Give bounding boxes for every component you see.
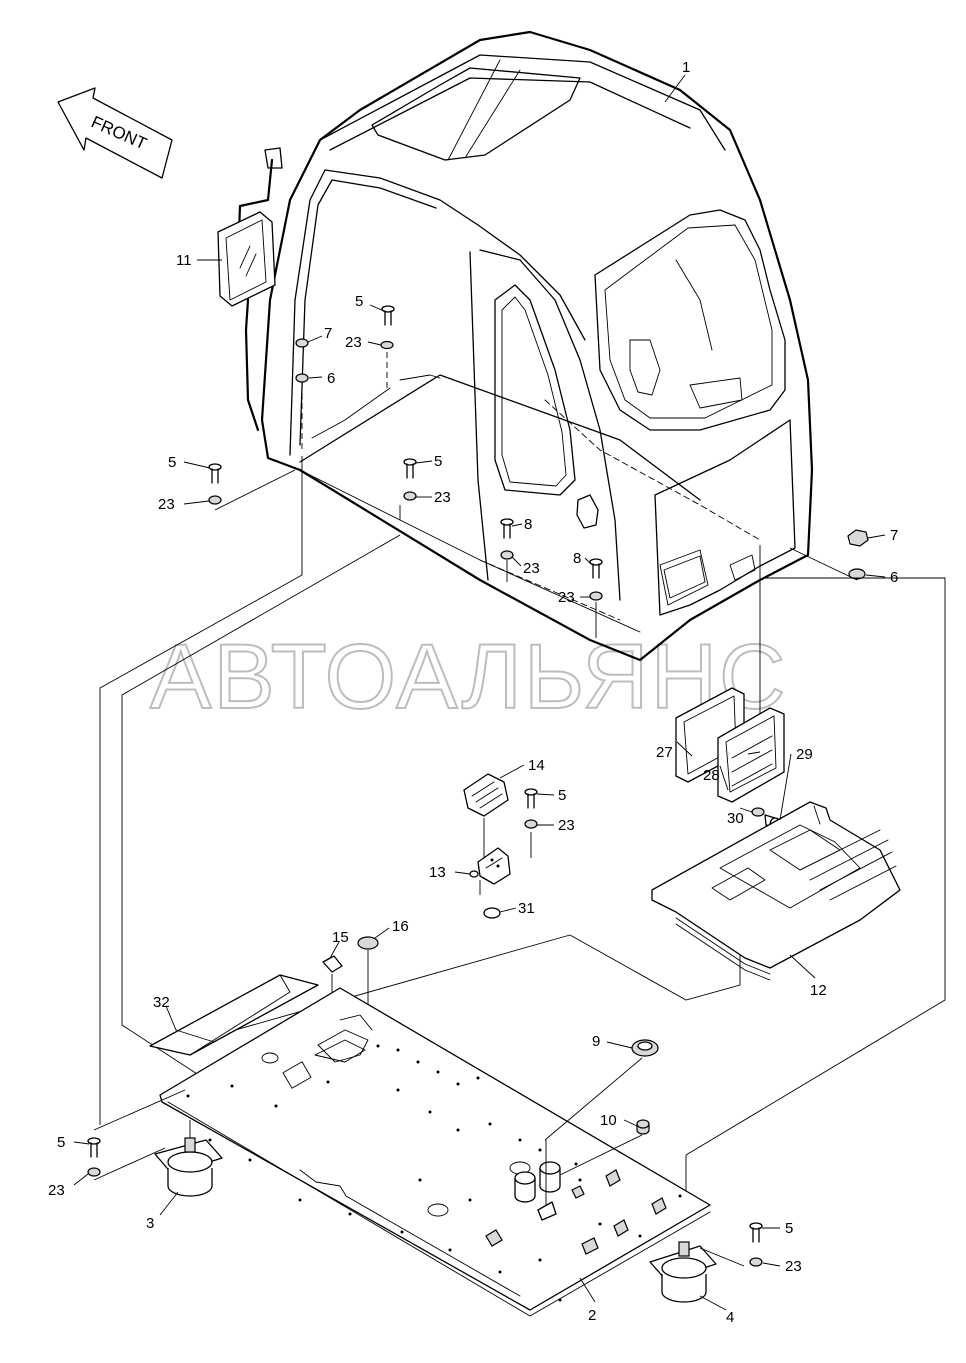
callout-23: 23 xyxy=(558,817,575,834)
callout-5: 5 xyxy=(558,787,566,804)
bolt-icon xyxy=(208,463,222,484)
callout-10: 10 xyxy=(600,1112,617,1129)
callout-12: 12 xyxy=(810,982,827,999)
callout-23: 23 xyxy=(48,1182,65,1199)
bracket-parts xyxy=(463,773,538,919)
callout-3: 3 xyxy=(146,1215,154,1232)
callout-4: 4 xyxy=(726,1309,734,1326)
callout-16: 16 xyxy=(392,918,409,935)
floor-plate-part-2 xyxy=(159,987,711,1317)
callout-5: 5 xyxy=(57,1134,65,1151)
bolt-icon xyxy=(381,305,395,326)
callout-23: 23 xyxy=(158,496,175,513)
callout-5: 5 xyxy=(168,454,176,471)
callout-5: 5 xyxy=(355,293,363,310)
callout-11: 11 xyxy=(176,252,192,269)
bolt-icon xyxy=(524,788,538,809)
small-parts xyxy=(149,936,379,1056)
callout-28: 28 xyxy=(703,767,720,784)
callout-7: 7 xyxy=(890,527,898,544)
bolt-icon xyxy=(589,558,603,579)
callout-23: 23 xyxy=(523,560,540,577)
callout-23: 23 xyxy=(345,334,362,351)
callout-32: 32 xyxy=(153,994,170,1011)
watermark: АВТОАЛЬЯНС xyxy=(150,626,788,728)
callout-2: 2 xyxy=(588,1307,596,1324)
bolt-icon xyxy=(749,1222,763,1243)
callout-14: 14 xyxy=(528,757,545,774)
callout-31: 31 xyxy=(518,900,535,917)
callout-23: 23 xyxy=(434,489,451,506)
front-arrow: FRONT xyxy=(57,87,173,179)
mount-hardware xyxy=(87,1089,763,1267)
mount-part-4 xyxy=(649,1241,717,1303)
cab-assembly xyxy=(236,30,814,662)
callout-8: 8 xyxy=(573,550,581,567)
callout-6: 6 xyxy=(327,370,335,387)
callout-5: 5 xyxy=(785,1220,793,1237)
leader-lines xyxy=(73,74,886,1311)
bolt-icon xyxy=(403,458,417,479)
callout-29: 29 xyxy=(796,746,813,763)
callout-9: 9 xyxy=(592,1033,600,1050)
floor-mat-part-12 xyxy=(651,801,901,981)
callout-8: 8 xyxy=(524,516,532,533)
cab-hardware xyxy=(208,305,869,638)
callout-7: 7 xyxy=(324,325,332,342)
callout-27: 27 xyxy=(656,744,673,761)
callout-1: 1 xyxy=(682,59,690,76)
callout-13: 13 xyxy=(429,864,446,881)
bolt-icon xyxy=(87,1137,101,1158)
grommet-parts xyxy=(631,1039,659,1135)
mirror-part-11 xyxy=(217,211,276,307)
callout-6: 6 xyxy=(890,569,898,586)
callout-30: 30 xyxy=(727,810,744,827)
mount-part-3 xyxy=(154,1120,223,1197)
mounting-holes xyxy=(186,1044,682,1302)
callout-23: 23 xyxy=(558,589,575,606)
callout-23: 23 xyxy=(785,1258,802,1275)
callouts: 1 11 5 7 23 6 5 23 5 23 8 23 8 23 7 6 14… xyxy=(48,59,898,1326)
bolt-icon xyxy=(500,518,514,539)
callout-5: 5 xyxy=(434,453,442,470)
callout-15: 15 xyxy=(332,929,349,946)
